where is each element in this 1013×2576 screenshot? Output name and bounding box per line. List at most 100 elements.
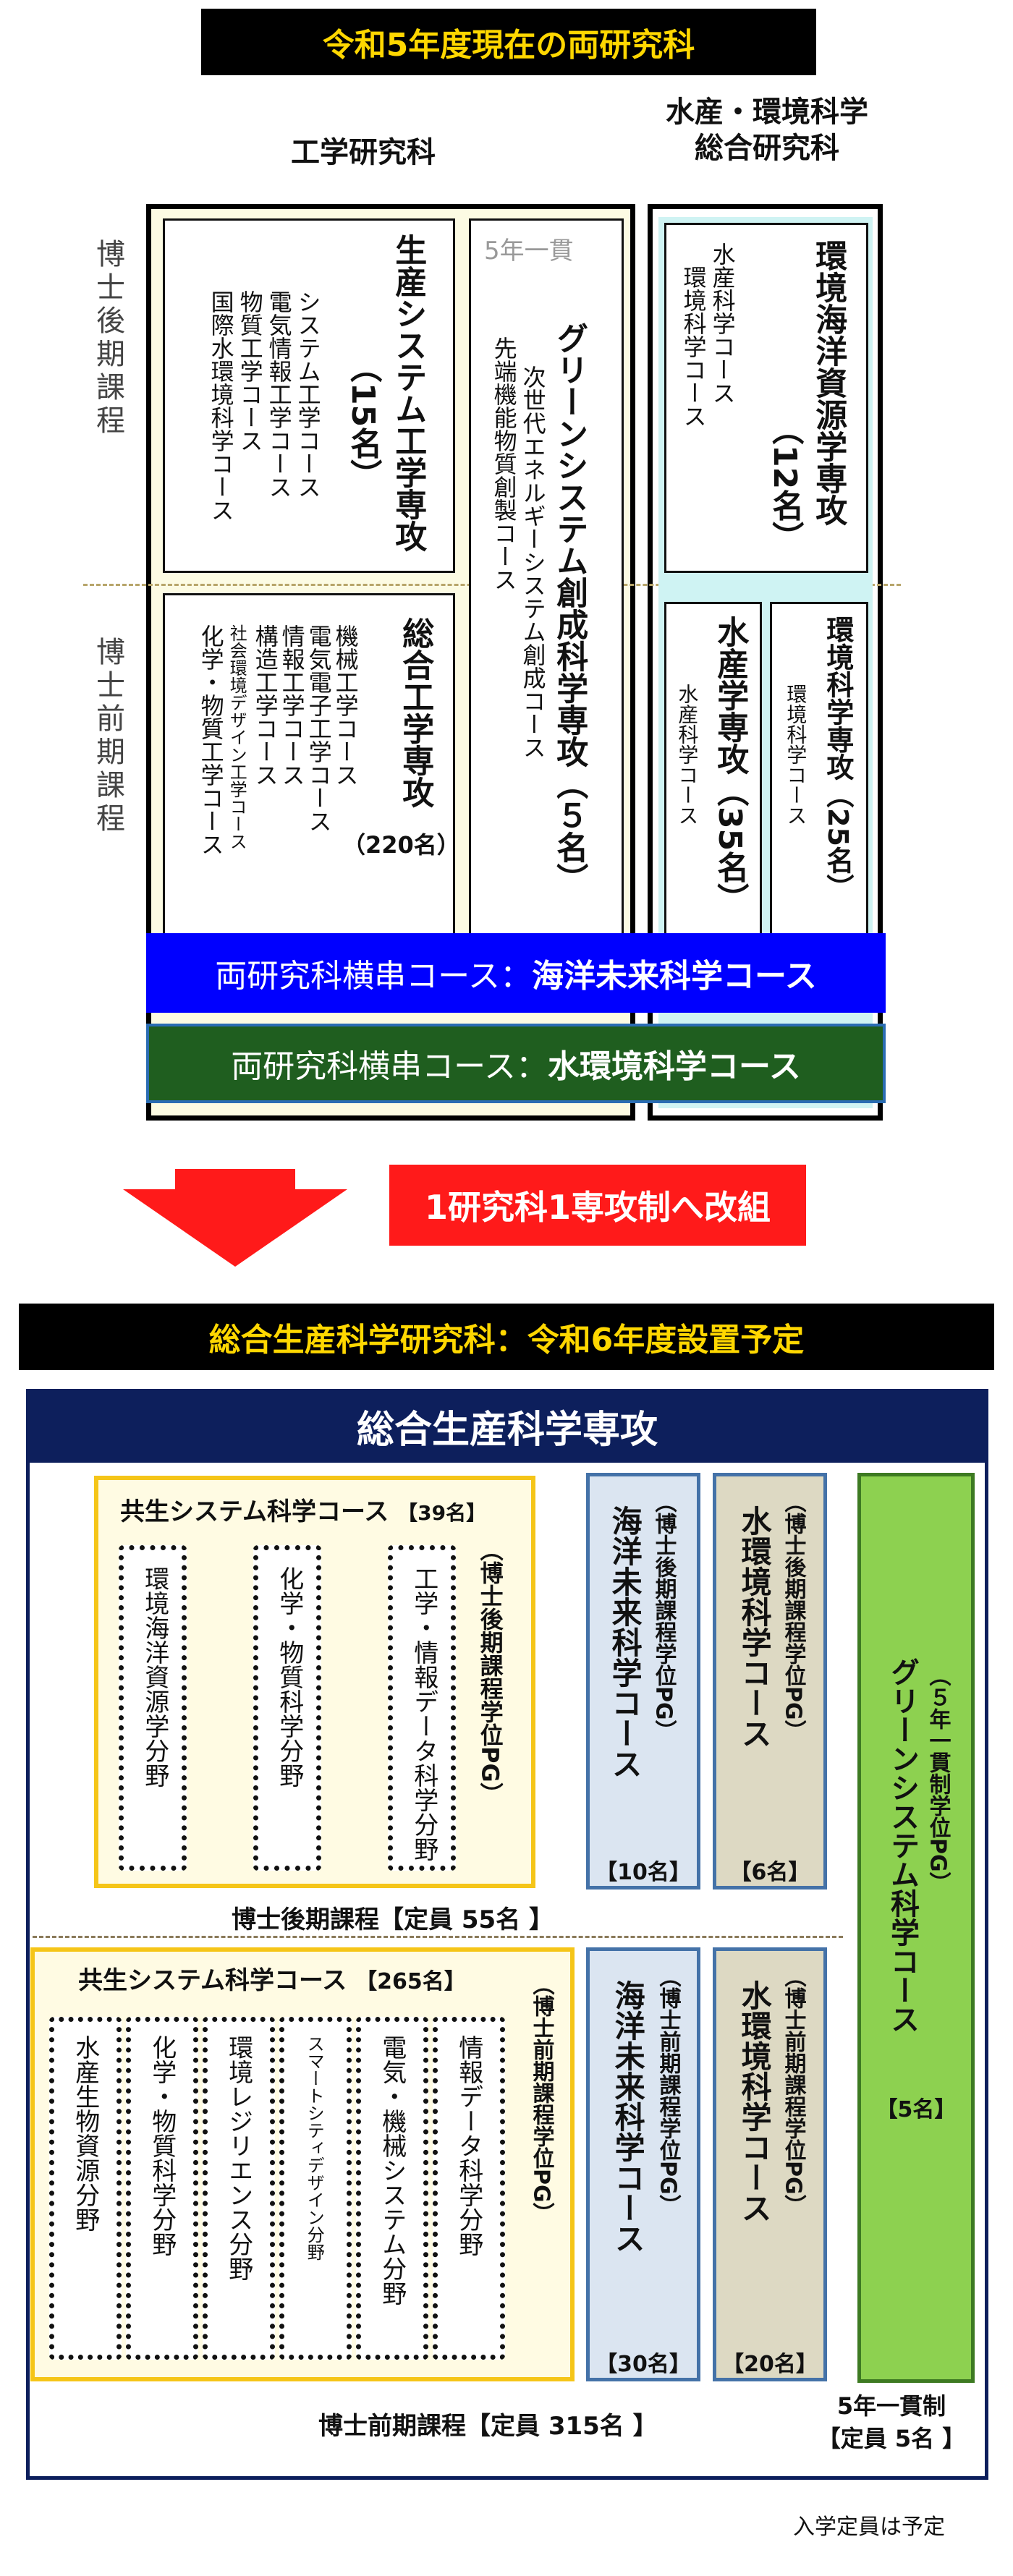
suisan-box: 水産学専攻（35名） 水産科学コース <box>664 602 762 942</box>
early-symbiotic-title: 共生システム科学コース 【265名】 <box>78 1960 466 1996</box>
later-symbiotic-course: 共生システム科学コース 【39名】 （博士後期課程学位PG） 環境海洋資源学分野… <box>94 1476 535 1888</box>
water-later-quota: 【6名】 <box>729 1860 810 1885</box>
current-title: 令和5年度現在の両研究科 <box>201 9 816 75</box>
marine-later-course: （博士後期課程学位PG） 海洋未来科学コース 【10名】 <box>586 1473 700 1890</box>
water-early-course: （博士前期課程学位PG） 水環境科学コース 【20名】 <box>713 1947 827 2381</box>
later-field-1: 環境海洋資源学分野 <box>119 1545 187 1871</box>
seisan-system-quota: （15名） <box>344 351 382 491</box>
early-symbiotic-name: 共生システム科学コース <box>78 1966 347 1995</box>
kankyo-box: 環境科学専攻（25名） 環境科学コース <box>770 602 868 942</box>
kankyo-kaiyo-name: 環境海洋資源学専攻 <box>810 239 847 526</box>
later-early-divider <box>33 1936 843 1938</box>
water-early-pg: （博士前期課程学位PG） <box>780 1965 806 2216</box>
early-field-3: 環境レジリエンス分野 <box>203 2017 275 2360</box>
sogo-engineering-quota: （220名） <box>342 831 460 859</box>
water-later-name: 水環境科学コース <box>737 1505 773 1748</box>
green-system-box: 5年一貫 グリーンシステム創成科学専攻（５名） 次世代エネルギーシステム創成コー… <box>469 218 624 949</box>
sogo-course-3: 情報工学コース <box>278 624 306 786</box>
green-five-year-pg: （５年一貫制学位PG） <box>925 1665 951 1894</box>
seisan-system-name: 生産システム工学専攻 <box>389 234 427 552</box>
early-field-1-label: 水産生物資源分野 <box>70 2035 100 2232</box>
reorganization-label: 1研究科1専攻制へ改組 <box>389 1165 806 1246</box>
later-field-3: 工学・情報データ科学分野 <box>388 1545 456 1871</box>
marine-header-line1: 水産・環境科学 <box>666 95 868 129</box>
down-arrow-icon <box>123 1169 347 1267</box>
kankyo-kaiyo-course-2: 環境科学コース <box>679 265 708 428</box>
marine-early-quota: 【30名】 <box>595 2352 691 2377</box>
doctoral-later-capacity: 博士後期課程【定員 55名 】 <box>232 1905 554 1934</box>
five-year-label: 5年一貫制 <box>836 2392 946 2420</box>
early-field-5-label: 電気・機械システム分野 <box>377 2035 407 2305</box>
sogo-engineering-name: 総合工学専攻 <box>397 617 434 808</box>
early-field-3-label: 環境レジリエンス分野 <box>224 2035 253 2281</box>
new-graduate-school-title: 総合生産科学研究科：令和6年度設置予定 <box>19 1304 994 1370</box>
green-five-year-name: グリーンシステム科学コース <box>886 1657 919 2033</box>
sogo-course-6: 化学・物質工学コース <box>197 624 225 856</box>
cross-marine-prefix: 両研究科横串コース： <box>215 958 532 995</box>
sogo-course-2: 電気電子工学コース <box>305 624 333 833</box>
early-field-1: 水産生物資源分野 <box>49 2017 122 2360</box>
sogo-course-5: 社会環境デザイン工学コース <box>226 624 247 850</box>
marine-header-line2: 総合研究科 <box>695 132 839 165</box>
five-year-capacity: 5年一貫制 【定員 5名 】 <box>805 2390 978 2455</box>
doctoral-early-label: 博士前期課程 <box>91 637 124 836</box>
water-later-course: （博士後期課程学位PG） 水環境科学コース 【6名】 <box>713 1473 827 1890</box>
sogo-engineering-box: 総合工学専攻 （220名） 機械工学コース 電気電子工学コース 情報工学コース … <box>163 593 460 948</box>
seisan-system-box: 生産システム工学専攻 （15名） システム工学コース 電気情報工学コース 物質工… <box>163 218 455 573</box>
marine-early-name: 海洋未来科学コース <box>610 1980 646 2253</box>
later-field-1-label: 環境海洋資源学分野 <box>140 1566 169 1788</box>
seisan-course-3: 物質工学コース <box>236 290 264 452</box>
green-course-2: 先端機能物質創製コース <box>490 336 518 591</box>
kankyo-kaiyo-course-1: 水産科学コース <box>708 242 737 404</box>
enrollment-note: 入学定員は予定 <box>793 2515 945 2540</box>
marine-later-quota: 【10名】 <box>595 1860 691 1885</box>
early-field-2: 化学・物質科学分野 <box>126 2017 198 2360</box>
seisan-course-2: 電気情報工学コース <box>265 290 293 498</box>
early-field-6: 情報データ科学分野 <box>433 2017 505 2360</box>
engineering-header: 工学研究科 <box>291 136 436 169</box>
later-symbiotic-title: 共生システム科学コース 【39名】 <box>120 1492 486 1527</box>
cross-water-prefix: 両研究科横串コース： <box>231 1048 548 1085</box>
later-symbiotic-pg: （博士後期課程学位PG） <box>476 1538 504 1806</box>
cross-marine-name: 海洋未来科学コース <box>532 958 817 995</box>
marine-early-course: （博士前期課程学位PG） 海洋未来科学コース 【30名】 <box>586 1947 700 2381</box>
new-major-header: 総合生産科学専攻 <box>26 1389 988 1463</box>
early-symbiotic-quota: 【265名】 <box>355 1969 466 1994</box>
later-field-2: 化学・物質科学分野 <box>253 1545 321 1871</box>
sogo-course-1: 機械工学コース <box>331 624 360 786</box>
early-symbiotic-course: 共生システム科学コース 【265名】 （博士前期課程学位PG） 水産生物資源分野… <box>30 1947 575 2381</box>
later-field-2-label: 化学・物質科学分野 <box>274 1566 304 1788</box>
marine-later-name: 海洋未来科学コース <box>607 1505 643 1779</box>
kankyo-course: 環境科学コース <box>784 684 808 825</box>
kankyo-kaiyo-quota: （12名） <box>766 413 804 553</box>
later-field-3-label: 工学・情報データ科学分野 <box>409 1566 438 1861</box>
early-field-4-label: スマートシティデザイン分野 <box>304 2035 325 2261</box>
doctoral-early-capacity: 博士前期課程【定員 315名 】 <box>318 2412 658 2441</box>
early-field-5: 電気・機械システム分野 <box>356 2017 428 2360</box>
marine-early-pg: （博士前期課程学位PG） <box>655 1965 681 2216</box>
seisan-course-4: 国際水環境科学コース <box>207 290 235 522</box>
doctoral-later-label: 博士後期課程 <box>91 239 124 438</box>
marine-later-pg: （博士後期課程学位PG） <box>650 1491 677 1742</box>
later-symbiotic-name: 共生システム科学コース <box>120 1497 389 1526</box>
early-symbiotic-pg: （博士前期課程学位PG） <box>528 1973 554 2224</box>
green-five-year-course: （５年一貫制学位PG） グリーンシステム科学コース 【5名】 <box>857 1473 975 2383</box>
five-year-quota: 【定員 5名 】 <box>817 2424 966 2452</box>
water-later-pg: （博士後期課程学位PG） <box>780 1491 806 1742</box>
water-early-quota: 【20名】 <box>722 2352 818 2377</box>
cross-course-water: 両研究科横串コース： 水環境科学コース <box>146 1024 886 1103</box>
cross-course-marine: 両研究科横串コース： 海洋未来科学コース <box>146 933 886 1013</box>
early-field-4: スマートシティデザイン分野 <box>279 2017 352 2360</box>
suisan-name: 水産学専攻（35名） <box>711 616 749 915</box>
seisan-course-1: システム工学コース <box>294 290 322 498</box>
green-five-year-quota: 【5名】 <box>876 2097 957 2122</box>
early-field-6-label: 情報データ科学分野 <box>454 2035 483 2256</box>
cross-water-name: 水環境科学コース <box>548 1048 801 1085</box>
kankyo-kaiyo-box: 環境海洋資源学専攻 （12名） 水産科学コース 環境科学コース <box>664 223 868 573</box>
water-early-name: 水環境科学コース <box>737 1980 773 2223</box>
sogo-course-4: 構造工学コース <box>251 624 279 786</box>
kankyo-name: 環境科学専攻（25名） <box>821 616 854 901</box>
green-course-1: 次世代エネルギーシステム創成コース <box>519 365 547 759</box>
marine-header: 水産・環境科学 総合研究科 <box>637 94 897 166</box>
later-symbiotic-quota: 【39名】 <box>397 1501 487 1525</box>
